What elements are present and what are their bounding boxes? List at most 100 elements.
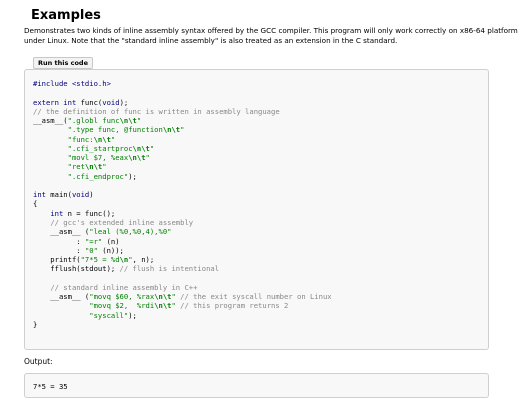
code-token: ".type func, @function bbox=[67, 125, 163, 135]
code-line: int main(void) bbox=[33, 190, 488, 199]
code-line: ".type func, @function\n\t" bbox=[33, 125, 488, 134]
code-line: : "=r" (n) bbox=[33, 237, 488, 246]
code-token: "0" bbox=[84, 245, 98, 255]
code-token: \n bbox=[119, 255, 129, 265]
code-line: : "0" (n)); bbox=[33, 246, 488, 255]
code-token: \n\t bbox=[162, 125, 181, 135]
code-token bbox=[33, 162, 68, 171]
code-token: // the definition of func is written in … bbox=[33, 106, 280, 116]
code-token: " bbox=[180, 125, 185, 135]
code-token: "movq $2, %rdi bbox=[89, 301, 155, 311]
code-token bbox=[33, 172, 68, 181]
code-line bbox=[33, 274, 488, 283]
code-token bbox=[33, 209, 50, 218]
code-token: int bbox=[33, 190, 46, 200]
code-token: " bbox=[171, 301, 176, 311]
code-token: " bbox=[110, 134, 116, 144]
code-line: fflush(stdout); // flush is intentional bbox=[33, 264, 488, 273]
code-token: : bbox=[33, 245, 85, 255]
code-token bbox=[33, 153, 68, 162]
code-token: // the exit syscall number on Linux bbox=[180, 292, 332, 302]
code-token: \n\t bbox=[128, 153, 146, 163]
code-token: main( bbox=[45, 190, 72, 200]
code-line: __asm__(".globl func\n\t" bbox=[33, 116, 488, 125]
code-token: "syscall" bbox=[89, 310, 129, 320]
code-token: (n) bbox=[102, 236, 120, 246]
code-line: #include <stdio.h> bbox=[33, 79, 488, 88]
code-line: } bbox=[33, 320, 488, 329]
code-token: " bbox=[136, 116, 142, 126]
code-token: \n\t bbox=[119, 116, 137, 126]
code-token: int bbox=[50, 208, 64, 218]
code-line: "ret\n\t" bbox=[33, 162, 488, 171]
code-token: \n\t bbox=[84, 162, 103, 172]
code-token: func( bbox=[76, 97, 103, 107]
output-label: Output: bbox=[24, 357, 53, 366]
code-token: fflush(stdout); bbox=[33, 264, 120, 274]
code-line: "movl $7, %eax\n\t" bbox=[33, 153, 488, 162]
code-token: ) bbox=[89, 190, 94, 200]
code-token: (n)); bbox=[97, 245, 124, 255]
code-token bbox=[33, 135, 68, 144]
code-token: " bbox=[128, 255, 133, 265]
run-code-button[interactable]: Run this code bbox=[33, 57, 93, 69]
code-line: { bbox=[33, 199, 488, 208]
code-token: __asm__ ( bbox=[33, 227, 90, 237]
code-token: ); bbox=[119, 97, 129, 107]
code-token: // this program returns 2 bbox=[180, 301, 289, 311]
code-line: __asm__ ("movq $60, %rax\n\t" // the exi… bbox=[33, 292, 488, 301]
code-token: \n\t bbox=[93, 134, 111, 144]
code-token: { bbox=[33, 199, 38, 209]
code-token bbox=[33, 283, 50, 292]
code-token: " bbox=[171, 292, 176, 302]
code-token bbox=[33, 301, 89, 310]
code-token: #include <stdio.h> bbox=[33, 79, 111, 88]
code-token: \n\t bbox=[154, 301, 172, 311]
code-token: , n); bbox=[132, 255, 155, 265]
code-token: ".globl func bbox=[67, 116, 120, 126]
code-line bbox=[33, 88, 488, 97]
code-line: // standard inline assembly in C++ bbox=[33, 283, 488, 292]
code-token: printf( bbox=[33, 255, 81, 265]
code-line bbox=[33, 181, 488, 190]
code-token bbox=[33, 144, 68, 153]
code-token: void bbox=[71, 190, 90, 200]
code-token bbox=[33, 125, 68, 134]
example-description: Demonstrates two kinds of inline assembl… bbox=[24, 26, 518, 45]
code-token: // standard inline assembly in C++ bbox=[50, 282, 198, 292]
code-token: " bbox=[149, 143, 155, 153]
code-token: "leal (%0,%0,4),%0" bbox=[89, 227, 172, 237]
code-token: ); bbox=[128, 310, 137, 320]
code-token bbox=[33, 218, 50, 227]
program-output: 7*5 = 35 bbox=[33, 382, 68, 391]
code-line: // gcc's extended inline assembly bbox=[33, 218, 488, 227]
code-token: extern int bbox=[33, 97, 77, 107]
code-token: } bbox=[33, 319, 38, 329]
code-token: " bbox=[145, 153, 150, 163]
code-token: __asm__ ( bbox=[33, 292, 90, 302]
code-token: ); bbox=[128, 171, 137, 181]
code-token: ".cfi_startproc bbox=[67, 143, 133, 153]
code-line: ".cfi_endproc"); bbox=[33, 172, 488, 181]
code-line: printf("7*5 = %d\n", n); bbox=[33, 255, 488, 264]
code-token: "func: bbox=[67, 134, 94, 144]
code-line: ".cfi_startproc\n\t" bbox=[33, 144, 488, 153]
code-token: __asm__( bbox=[33, 116, 68, 126]
code-token: "ret bbox=[67, 162, 85, 172]
code-block[interactable]: #include <stdio.h> extern int func(void)… bbox=[24, 69, 489, 350]
code-line: extern int func(void); bbox=[33, 98, 488, 107]
code-token: \n\t bbox=[154, 292, 172, 302]
code-token: void bbox=[102, 97, 120, 107]
code-token: "movl $7, %eax bbox=[67, 153, 129, 163]
code-token: " bbox=[102, 162, 107, 172]
code-token: "7*5 = %d bbox=[80, 255, 120, 265]
code-line: int n = func(); bbox=[33, 209, 488, 218]
code-token: ".cfi_endproc" bbox=[67, 171, 129, 181]
code-line: __asm__ ("leal (%0,%0,4),%0" bbox=[33, 227, 488, 236]
code-line: "movq $2, %rdi\n\t" // this program retu… bbox=[33, 301, 488, 310]
code-line: // the definition of func is written in … bbox=[33, 107, 488, 116]
code-token: "=r" bbox=[84, 236, 103, 246]
code-token: "movq $60, %rax bbox=[89, 292, 155, 302]
code-token bbox=[33, 311, 89, 320]
